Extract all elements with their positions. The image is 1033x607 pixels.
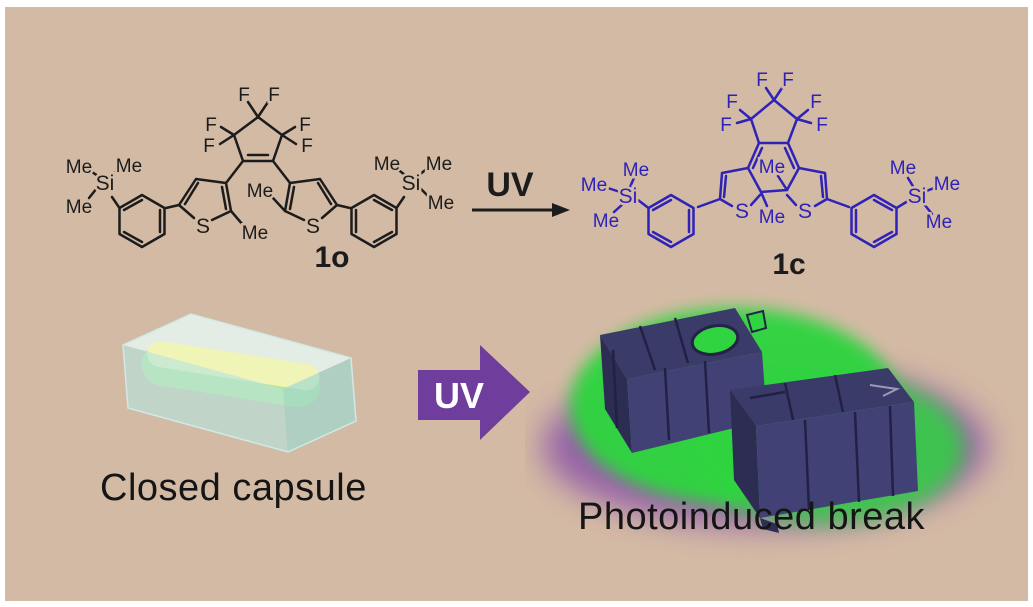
atom-label-Me: Me [759, 207, 785, 228]
capsule-block-edges [122, 313, 357, 453]
atom-label-Me: Me [934, 174, 960, 195]
atom-label-F: F [205, 115, 217, 136]
atom-label-Me: Me [66, 157, 92, 178]
reaction-arrow-head [552, 203, 570, 217]
left-block-cracks [611, 317, 711, 441]
atom-label-Me: Me [593, 211, 619, 232]
atom-label-S: S [196, 215, 210, 238]
atom-label-F: F [810, 92, 822, 113]
uv-block-arrow-shape [418, 345, 530, 440]
left-block-bite-notch [745, 309, 768, 334]
reaction-arrow-label: UV [486, 166, 534, 204]
right-block-cracks [749, 374, 895, 511]
molecule-1c-bonds [606, 86, 936, 249]
molecule-1c-atom-labels: F F F F F F Me Me S S Si Me Me Me Si Me … [578, 68, 962, 282]
uv-block-arrow-label: UV [434, 375, 484, 416]
left-block-hole [690, 324, 740, 356]
atom-label-F: F [268, 85, 280, 106]
closed-capsule-caption: Closed capsule [100, 467, 367, 509]
right-block-front-face [730, 390, 760, 518]
molecule-1c-label: 1c [772, 248, 805, 281]
atom-label-F: F [726, 92, 738, 113]
atom-label-Me: Me [66, 197, 92, 218]
atom-label-F: F [720, 115, 732, 136]
atom-label-S: S [735, 200, 749, 223]
atom-label-Me: Me [623, 160, 649, 181]
atom-label-Me: Me [890, 158, 916, 179]
atom-label-F: F [238, 85, 250, 106]
photoinduced-break-illustration [543, 308, 987, 533]
molecule-1o-structure: F F F F F F S S Me Me Si Me Me Me Si Me … [63, 83, 456, 275]
atom-label-Me: Me [374, 154, 400, 175]
atom-label-Me: Me [581, 175, 607, 196]
capsule-pill-yellow-top [147, 341, 320, 391]
atom-label-Me: Me [426, 154, 452, 175]
atom-label-Me: Me [926, 212, 952, 233]
atom-label-Me: Me [247, 181, 273, 202]
atom-label-Me: Me [242, 223, 268, 244]
uv-block-arrow: UV [418, 345, 530, 440]
photoinduced-break-caption: Photoinduced break [578, 496, 926, 538]
atom-label-Me: Me [428, 193, 454, 214]
molecule-1o-bonds [87, 100, 431, 249]
atom-label-F: F [756, 70, 768, 91]
capsule-block-front-face [123, 345, 288, 452]
atom-label-Si: Si [402, 172, 421, 195]
atom-label-S: S [306, 215, 320, 238]
right-block-scratch-highlight [869, 384, 901, 397]
atom-label-Si: Si [96, 172, 115, 195]
molecule-1o-label: 1o [314, 241, 349, 274]
atom-label-F: F [299, 115, 311, 136]
right-block-top-face [730, 368, 914, 426]
atom-label-Si: Si [619, 185, 638, 208]
right-block-side-face [756, 402, 918, 518]
atom-label-S: S [798, 200, 812, 223]
molecule-1c-structure: F F F F F F Me Me S S Si Me Me Me Si Me … [578, 68, 962, 282]
atom-label-F: F [816, 115, 828, 136]
atom-label-F: F [782, 70, 794, 91]
atom-label-Me: Me [759, 157, 785, 178]
atom-label-Me: Me [116, 156, 142, 177]
atom-label-F: F [203, 136, 215, 157]
molecule-1o-atom-labels: F F F F F F S S Me Me Si Me Me Me Si Me … [63, 83, 456, 275]
reaction-arrow: UV [472, 166, 570, 217]
right-block-fragment [760, 518, 779, 533]
closed-capsule-illustration [122, 313, 357, 453]
broken-block-right [730, 368, 918, 533]
atom-label-F: F [301, 136, 313, 157]
atom-label-Si: Si [908, 185, 927, 208]
